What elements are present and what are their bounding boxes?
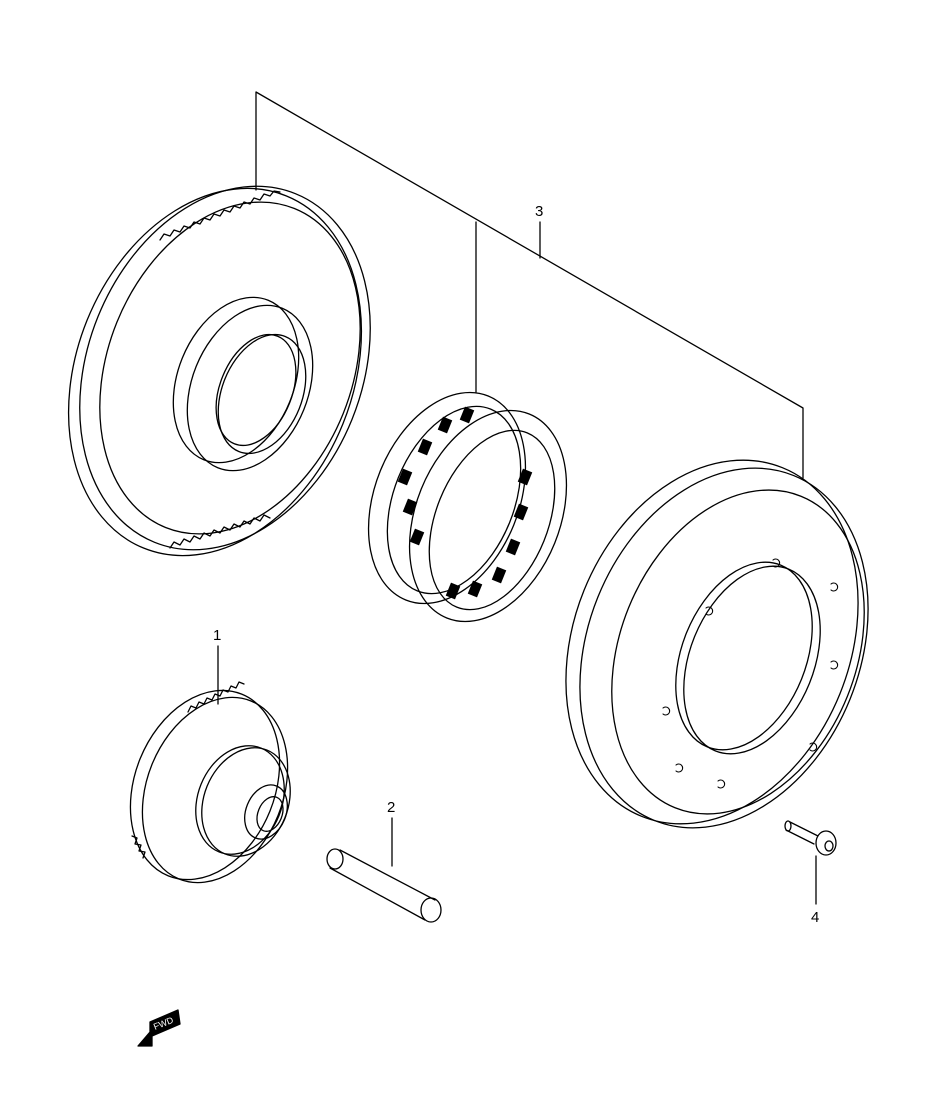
callout-1: 1 [213,627,221,644]
starter-driven-gear [67,185,371,557]
callout-leaders [217,645,817,905]
callout-4: 4 [811,909,819,926]
idle-gear [129,681,291,884]
bolt [784,820,837,856]
callout-2: 2 [387,799,395,816]
one-way-clutch [367,391,568,623]
idle-gear-shaft [326,848,442,923]
fwd-arrow-icon: FWD [137,1009,181,1047]
callout-labels: 1 2 3 4 [213,203,819,926]
assembly-3-leader [255,91,804,479]
callout-3: 3 [535,203,543,220]
starter-clutch-housing [565,459,869,829]
